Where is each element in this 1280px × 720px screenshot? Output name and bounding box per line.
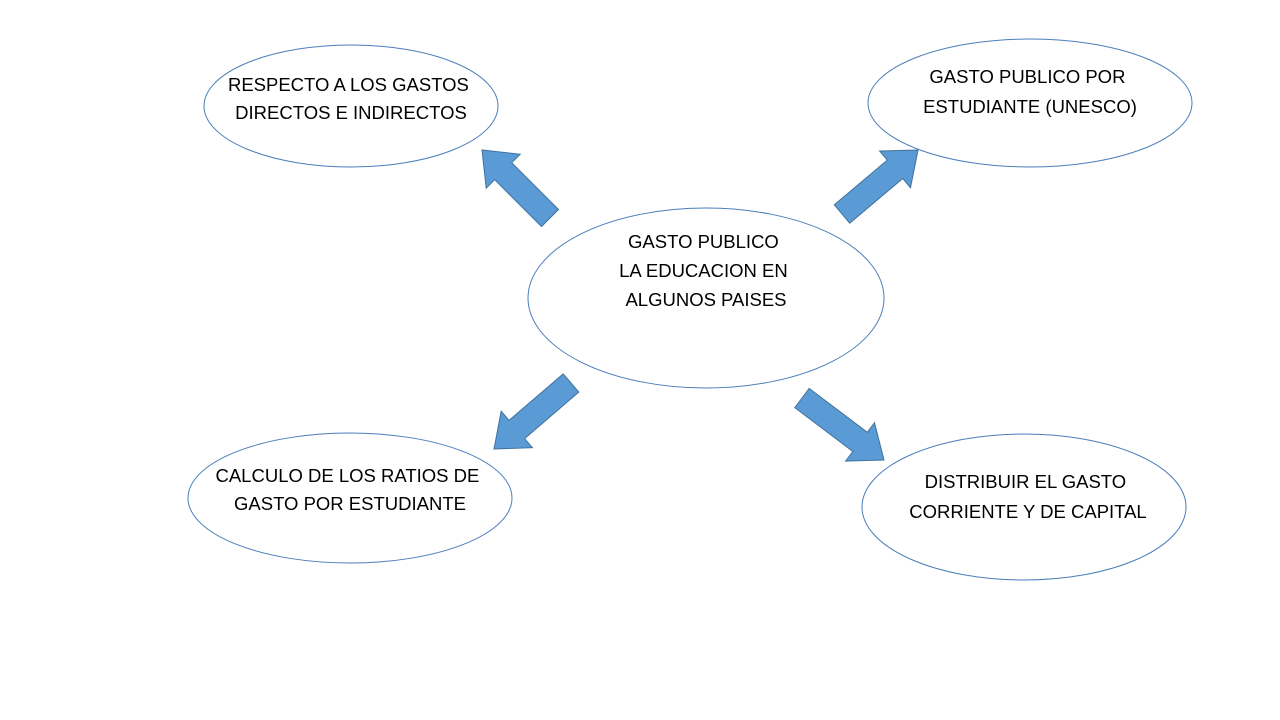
node-top-right-ellipse [867,38,1193,168]
node-top-left: RESPECTO A LOS GASTOS DIRECTOS E INDIREC… [203,44,499,168]
node-center-ellipse [527,207,885,389]
node-bottom-right: DISTRIBUIR EL GASTO CORRIENTE Y DE CAPIT… [861,433,1187,581]
node-top-left-ellipse [203,44,499,168]
arrow-to-bottom-right [794,387,885,462]
arrow-to-top-right [833,149,919,224]
node-top-right: GASTO PUBLICO POR ESTUDIANTE (UNESCO) [867,38,1193,168]
arrow-to-top-left [481,149,560,228]
arrows-layer [481,149,919,462]
node-center-text: GASTO PUBLICO LA EDUCACION EN ALGUNOS PA… [619,231,793,310]
node-top-left-text: RESPECTO A LOS GASTOS DIRECTOS E INDIREC… [228,74,474,123]
node-bottom-right-ellipse [861,433,1187,581]
node-bottom-left-text: CALCULO DE LOS RATIOS DE GASTO POR ESTUD… [215,465,484,514]
node-center-line-3: ALGUNOS PAISES [625,289,786,310]
node-bottom-right-text: DISTRIBUIR EL GASTO CORRIENTE Y DE CAPIT… [909,471,1146,522]
node-bottom-left-line-2: GASTO POR ESTUDIANTE [234,493,466,514]
node-top-right-line-1: GASTO PUBLICO POR [929,66,1125,87]
node-center-line-1: GASTO PUBLICO [628,231,779,252]
node-bottom-left-ellipse [187,432,513,564]
node-top-left-line-2: DIRECTOS E INDIRECTOS [235,102,467,123]
node-bottom-right-line-1: DISTRIBUIR EL GASTO [925,471,1127,492]
arrow-to-bottom-left [493,373,580,450]
node-top-left-line-1: RESPECTO A LOS GASTOS [228,74,469,95]
node-center-line-2: LA EDUCACION EN [619,260,788,281]
node-center: GASTO PUBLICO LA EDUCACION EN ALGUNOS PA… [527,207,885,389]
node-bottom-left-line-1: CALCULO DE LOS RATIOS DE [215,465,479,486]
node-top-right-text: GASTO PUBLICO POR ESTUDIANTE (UNESCO) [923,66,1137,117]
node-bottom-right-line-2: CORRIENTE Y DE CAPITAL [909,501,1146,522]
node-top-right-line-2: ESTUDIANTE (UNESCO) [923,96,1137,117]
node-bottom-left: CALCULO DE LOS RATIOS DE GASTO POR ESTUD… [187,432,513,564]
